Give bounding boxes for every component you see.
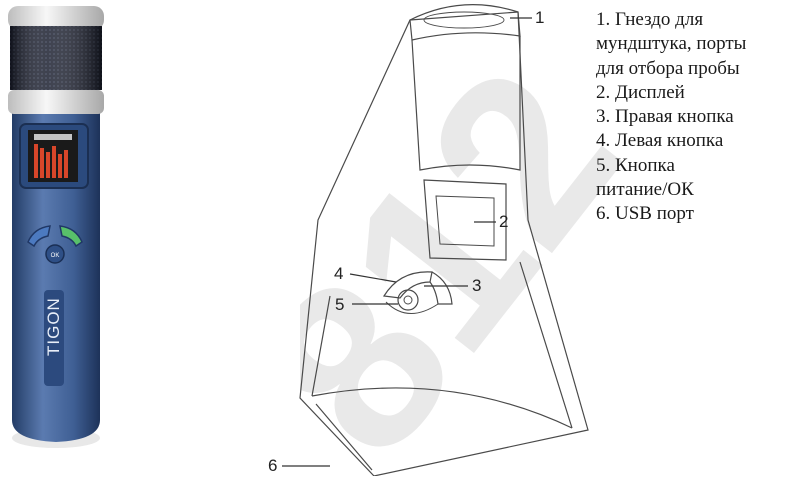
photo-right-button (59, 225, 83, 248)
leader-lines (282, 17, 532, 467)
legend-item: 6. USB порт (596, 203, 694, 225)
legend-item: 1. Гнездо для (596, 9, 704, 30)
drawing-power-button (397, 289, 419, 311)
legend-item: питание/ОК (596, 179, 694, 201)
photo-screen-bars (34, 144, 68, 178)
svg-text:OK: OK (51, 253, 60, 259)
photo-brand-panel (44, 290, 64, 386)
legend-item: 3. Правая кнопка (596, 106, 734, 128)
legend: 1. Гнездо для мундштука, порты для отбор… (596, 8, 810, 227)
callout-3: 3 (472, 276, 482, 295)
legend-item: 2. Дисплей (596, 81, 685, 103)
drawing-body-lines (311, 261, 573, 429)
photo-lower-ring (8, 90, 104, 114)
legend-item: 5. Кнопка (596, 154, 675, 176)
legend-item: для отбора пробы (596, 57, 740, 79)
callout-2: 2 (499, 212, 509, 231)
drawing-display-screen (435, 195, 495, 247)
photo-ok-button (45, 244, 65, 264)
drawing-button-arc (382, 271, 433, 299)
photo-left-button (27, 225, 51, 248)
callout-6: 6 (268, 456, 278, 475)
callout-4: 4 (334, 264, 344, 283)
photo-top-cap (8, 6, 104, 30)
legend-item: мундштука, порты (596, 33, 747, 55)
photo-body (12, 112, 100, 442)
drawing-grille-section (411, 36, 521, 171)
drawing-display-frame (423, 179, 507, 261)
callout-5: 5 (335, 295, 345, 314)
drawing-bottom-cap (311, 387, 573, 471)
callout-1: 1 (535, 8, 545, 27)
legend-item: 4. Левая кнопка (596, 130, 724, 152)
drawing-top-cap (409, 4, 521, 41)
